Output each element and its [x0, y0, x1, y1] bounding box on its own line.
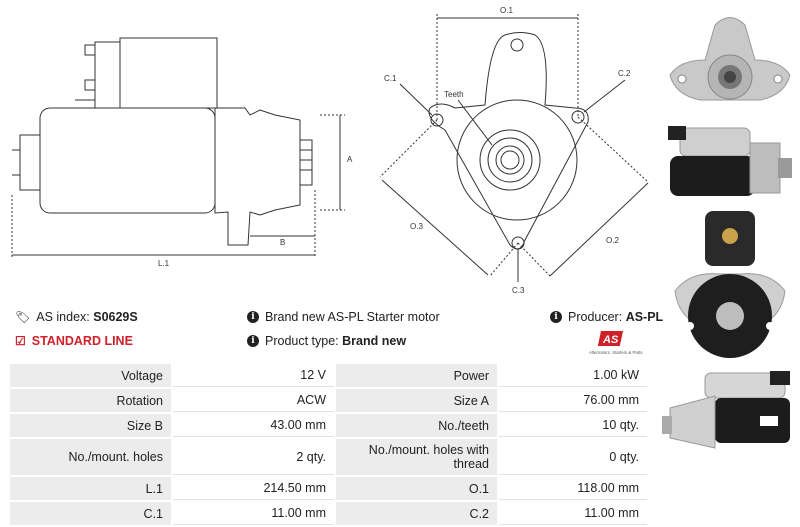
product-type-value: Brand new	[342, 334, 407, 348]
standard-line: ☑ STANDARD LINE	[15, 334, 133, 348]
photo-angled-view	[662, 371, 790, 449]
spec-value: 76.00 mm	[499, 389, 647, 412]
producer-value: AS-PL	[625, 310, 664, 324]
dim-c3-label: C.3	[512, 286, 525, 295]
producer: i Producer: AS-PL	[550, 310, 663, 324]
info-icon: i	[247, 335, 259, 347]
photo-side-view	[668, 126, 792, 196]
producer-label: Producer:	[568, 310, 623, 324]
dim-o1-label: O.1	[500, 6, 513, 15]
spec-value: 12 V	[173, 364, 334, 387]
spec-label: C.2	[336, 502, 497, 525]
info-icon: i	[550, 311, 562, 323]
spec-value: 2 qty.	[173, 439, 334, 475]
spec-value: 0 qty.	[499, 439, 647, 475]
spec-label: Power	[336, 364, 497, 387]
spec-label: Rotation	[10, 389, 171, 412]
tag-icon: 🏷︎	[15, 310, 31, 324]
as-pl-logo: AS Alternators, Starters & Parts	[589, 331, 643, 355]
checkbox-icon: ☑	[15, 334, 26, 348]
spec-value: 11.00 mm	[499, 502, 647, 525]
spec-value: 11.00 mm	[173, 502, 334, 525]
as-index: 🏷︎ AS index: S0629S	[15, 310, 138, 324]
technical-drawing: O.1 C.1 C.2 C.3 O.2 O.3 Teeth A B L.1	[11, 6, 649, 295]
product-photos	[660, 0, 800, 523]
spec-label: L.1	[10, 477, 171, 500]
spec-label: O.1	[336, 477, 497, 500]
dim-b-label: B	[280, 238, 285, 247]
spec-value: 10 qty.	[499, 414, 647, 437]
spec-value: ACW	[173, 389, 334, 412]
spec-value: 1.00 kW	[499, 364, 647, 387]
dim-o3-label: O.3	[410, 222, 423, 231]
spec-label: Size B	[10, 414, 171, 437]
standard-line-label: STANDARD LINE	[31, 334, 133, 348]
spec-value: 43.00 mm	[173, 414, 334, 437]
as-index-value: S0629S	[93, 310, 138, 324]
brand-info: i Brand new AS-PL Starter motor	[247, 310, 440, 324]
dim-o2-label: O.2	[606, 236, 619, 245]
spec-label: Size A	[336, 389, 497, 412]
teeth-label: Teeth	[444, 90, 464, 99]
spec-label: C.1	[10, 502, 171, 525]
brand-text: Brand new AS-PL Starter motor	[265, 310, 440, 324]
svg-text:AS: AS	[602, 334, 619, 346]
dim-c2-label: C.2	[618, 69, 631, 78]
spec-value: 118.00 mm	[499, 477, 647, 500]
dim-l1-label: L.1	[158, 259, 170, 268]
info-icon: i	[247, 311, 259, 323]
dim-a-label: A	[347, 155, 353, 164]
dim-c1-label: C.1	[384, 74, 397, 83]
svg-text:Alternators, Starters & Parts: Alternators, Starters & Parts	[589, 350, 643, 355]
spec-value: 214.50 mm	[173, 477, 334, 500]
product-type-label: Product type:	[265, 334, 339, 348]
photo-front-view	[669, 17, 791, 101]
as-index-label: AS index:	[36, 310, 90, 324]
spec-label: Voltage	[10, 364, 171, 387]
photo-rear-view	[674, 211, 786, 358]
spec-label: No./mount. holes	[10, 439, 171, 475]
product-type: i Product type: Brand new	[247, 334, 406, 348]
spec-label: No./teeth	[336, 414, 497, 437]
